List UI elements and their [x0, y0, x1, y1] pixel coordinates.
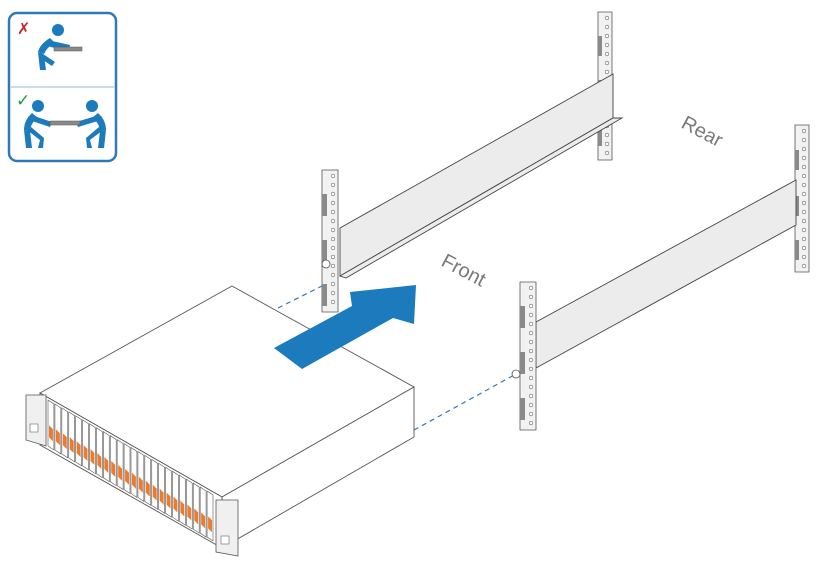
drive-bay-accent — [62, 433, 67, 450]
right-mark-icon: ✓ — [16, 91, 30, 111]
front-right-rack-post — [511, 281, 537, 431]
drive-bay-accent — [145, 480, 150, 497]
right-mounting-rail — [535, 179, 797, 369]
drive-bay-accent — [111, 460, 116, 477]
drive-bay — [103, 431, 110, 483]
drive-bay — [137, 450, 145, 502]
drive-bay — [123, 442, 131, 495]
drive-bay — [206, 490, 214, 542]
drive-bay-accent — [76, 441, 81, 458]
drive-bay — [144, 454, 152, 506]
front-label: Front — [438, 250, 490, 292]
drive-bay — [172, 470, 179, 522]
drive-bay — [165, 466, 172, 518]
drive-bay-accent — [173, 496, 178, 513]
drive-bay-accent — [104, 456, 109, 473]
alignment-guide-upper — [277, 285, 323, 309]
wrong-mark-icon: ✗ — [17, 19, 30, 38]
front-left-rack-post — [321, 169, 339, 313]
drive-bay — [130, 446, 138, 499]
drive-bay-accent — [208, 516, 212, 533]
alignment-guide-lower — [413, 373, 517, 431]
drive-bay — [96, 427, 103, 479]
drive-bay — [179, 474, 186, 526]
drive-bay-accent — [201, 512, 206, 529]
drive-bay-accent — [90, 449, 95, 466]
two-person-lift-icon: ✗ ✓ — [7, 11, 118, 163]
drive-bay-accent — [132, 472, 136, 489]
drive-bay-accent — [194, 508, 199, 525]
drive-bay — [199, 486, 207, 538]
drive-bay — [89, 423, 96, 475]
drive-bay-accent — [159, 488, 164, 505]
drive-bay-accent — [83, 445, 88, 462]
drive-bay-accent — [166, 492, 171, 509]
drive-bay — [151, 458, 158, 510]
drive-bay — [47, 399, 55, 451]
drive-bay — [192, 482, 200, 534]
rear-right-rack-post — [794, 124, 810, 273]
drive-bay — [68, 411, 75, 463]
drive-bay-accent — [49, 425, 53, 442]
single-person-lift-figure-icon — [38, 24, 83, 70]
drive-bay — [61, 407, 69, 459]
drive-bay — [186, 478, 193, 530]
two-person-lift-figure-icon — [24, 100, 106, 148]
drive-bay — [116, 439, 124, 491]
drive-bay-accent — [97, 453, 102, 469]
drive-bay-accent — [152, 484, 157, 501]
drive-bay — [54, 403, 62, 455]
drive-bay-accent — [125, 468, 129, 485]
insertion-direction-arrow — [274, 285, 416, 369]
drive-bay-array — [47, 399, 214, 542]
drive-bay-accent — [118, 464, 123, 481]
drive-bay — [158, 462, 165, 514]
drive-bay — [82, 419, 89, 471]
left-mounting-rail — [338, 73, 624, 279]
drive-bay — [109, 435, 117, 487]
drive-bay-accent — [187, 504, 192, 521]
drive-bay — [75, 415, 82, 467]
drive-bay-accent — [55, 429, 60, 446]
drive-bay-accent — [180, 500, 185, 517]
drive-bay-accent — [69, 437, 74, 454]
drive-bay-accent — [138, 476, 143, 493]
rear-label: Rear — [678, 112, 727, 152]
